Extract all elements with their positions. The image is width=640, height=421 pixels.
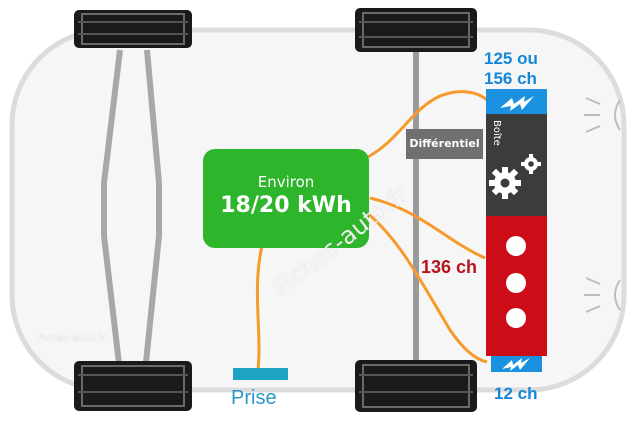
wire-battery-to-bottom-motor (365, 210, 488, 364)
rear-motor-power-label: 12 ch (494, 384, 538, 403)
wheel-rear-bottom (74, 361, 192, 411)
engine-cylinder (506, 236, 526, 256)
wheel-front-top (355, 8, 477, 52)
battery-label-line1: Environ (257, 173, 315, 191)
engine-cylinder (506, 308, 526, 328)
watermark-small: Fiches-auto.fr (38, 333, 106, 344)
lightning-icon (500, 96, 534, 111)
charging-plug (233, 368, 288, 380)
front-electric-motor (486, 89, 547, 114)
gears-icon (489, 154, 541, 199)
differential-label: Différentiel (406, 129, 483, 159)
hv-wires (255, 90, 488, 371)
engine-power-label: 136 ch (421, 257, 478, 277)
wire-battery-to-plug (255, 245, 264, 371)
engine-cylinder (506, 273, 526, 293)
headlight-icon (584, 97, 621, 133)
rear-suspension (101, 49, 162, 373)
gearbox-power-line2: 156 ch (484, 69, 537, 88)
wheel-front-bottom (355, 360, 477, 412)
wheel-rear-top (74, 10, 192, 48)
lightning-icon (502, 358, 530, 371)
gearbox-power-line1: 125 ou (484, 49, 538, 68)
wire-battery-to-top-motor (365, 90, 488, 160)
battery-capacity: 18/20 kWh (220, 193, 352, 218)
battery-block: Environ 18/20 kWh (203, 149, 369, 248)
gearbox-label: Boîte (491, 120, 502, 146)
wire-to-engine (369, 196, 486, 260)
plug-label: Prise (231, 387, 277, 409)
headlight-icon (584, 277, 621, 313)
